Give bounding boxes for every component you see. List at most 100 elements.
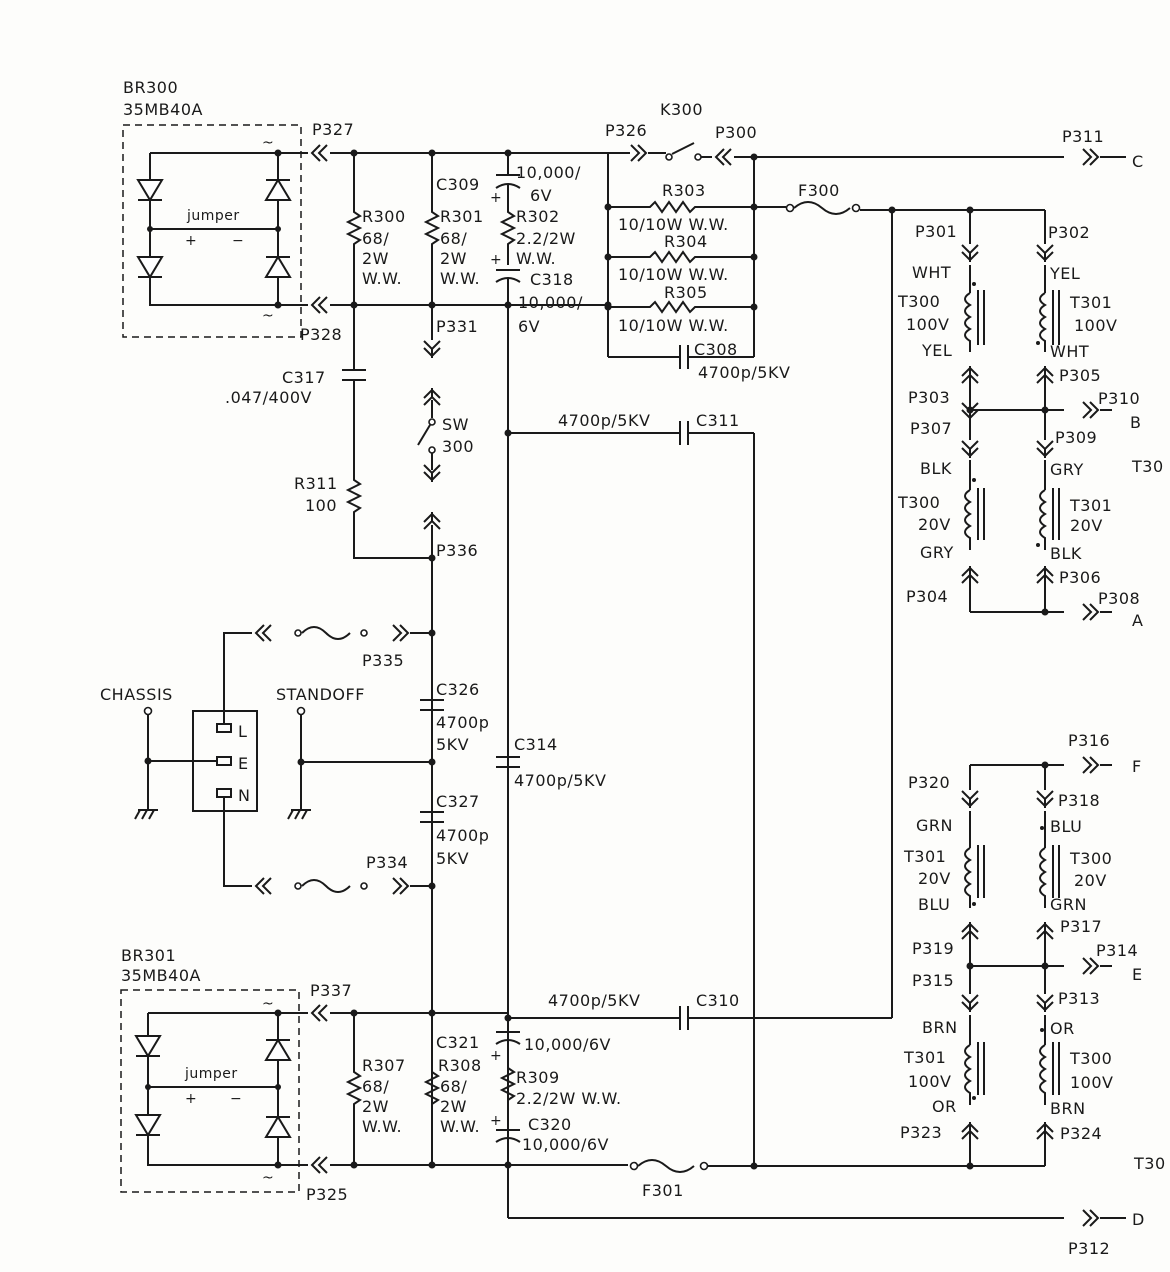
svg-text:P315: P315 xyxy=(912,971,954,990)
output-e: E xyxy=(1132,965,1143,984)
svg-text:P318: P318 xyxy=(1058,791,1100,810)
svg-text:−: − xyxy=(230,1091,242,1107)
svg-text:P301: P301 xyxy=(915,222,957,241)
svg-text:100V: 100V xyxy=(1070,1073,1113,1092)
svg-text:2.2/2W W.W.: 2.2/2W W.W. xyxy=(516,1089,622,1108)
svg-text:20V: 20V xyxy=(1070,516,1103,535)
svg-text:P304: P304 xyxy=(906,587,948,606)
svg-text:P309: P309 xyxy=(1055,428,1097,447)
svg-text:WHT: WHT xyxy=(912,263,951,282)
svg-text:SW: SW xyxy=(442,415,469,434)
conn-p337: P337 xyxy=(310,981,352,1000)
resistor-r308: R308 68/ 2W W.W. xyxy=(423,1013,482,1165)
svg-text:P320: P320 xyxy=(908,773,950,792)
svg-text:W.W.: W.W. xyxy=(440,269,480,288)
lower-rails: P337 P325 4700p/5KV C310 F301 D P312 xyxy=(278,981,1144,1258)
svg-text:P324: P324 xyxy=(1060,1124,1102,1143)
fuse-f301: F301 xyxy=(642,1181,684,1200)
svg-text:R308: R308 xyxy=(438,1056,482,1075)
svg-text:C327: C327 xyxy=(436,792,480,811)
svg-text:P317: P317 xyxy=(1060,917,1102,936)
svg-text:2W: 2W xyxy=(440,249,467,268)
svg-text:P307: P307 xyxy=(910,419,952,438)
svg-text:T301: T301 xyxy=(1069,293,1112,312)
svg-text:+: + xyxy=(490,190,502,206)
svg-text:T301: T301 xyxy=(1069,496,1112,515)
resistor-r301: R301 68/ 2W W.W. xyxy=(423,153,484,305)
br300-part: 35MB40A xyxy=(123,100,203,119)
capacitor-c320: + C320 10,000/6V xyxy=(490,1113,609,1154)
svg-text:GRN: GRN xyxy=(1050,895,1087,914)
svg-text:10,000/: 10,000/ xyxy=(518,293,583,312)
svg-text:20V: 20V xyxy=(1074,871,1107,890)
svg-text:GRY: GRY xyxy=(920,543,954,562)
svg-text:.047/400V: .047/400V xyxy=(225,388,312,407)
svg-text:4700p/5KV: 4700p/5KV xyxy=(514,771,606,790)
svg-text:OR: OR xyxy=(1050,1019,1075,1038)
output-a: A xyxy=(1132,611,1143,630)
svg-text:5KV: 5KV xyxy=(436,735,469,754)
svg-text:R301: R301 xyxy=(440,207,484,226)
svg-text:2.2/2W: 2.2/2W xyxy=(516,229,576,248)
resistor-r309: R309 2.2/2W W.W. xyxy=(499,1067,622,1108)
svg-text:~: ~ xyxy=(262,135,274,151)
conn-p326: P326 xyxy=(605,121,647,140)
svg-text:6V: 6V xyxy=(530,186,552,205)
capacitor-c309: C309 10,000/ 6V + xyxy=(436,153,580,206)
svg-text:68/: 68/ xyxy=(440,229,467,248)
svg-text:~: ~ xyxy=(262,308,274,324)
svg-text:GRY: GRY xyxy=(1050,460,1084,479)
conn-p335: P335 xyxy=(362,651,404,670)
svg-text:C320: C320 xyxy=(528,1115,572,1134)
svg-text:P319: P319 xyxy=(912,939,954,958)
svg-text:W.W.: W.W. xyxy=(516,249,556,268)
svg-text:68/: 68/ xyxy=(362,1077,389,1096)
svg-text:C318: C318 xyxy=(530,270,574,289)
capacitor-c314: C314 4700p/5KV xyxy=(496,735,606,790)
resistor-r307: R307 68/ 2W W.W. xyxy=(345,1013,405,1165)
svg-text:P303: P303 xyxy=(908,388,950,407)
svg-text:R302: R302 xyxy=(516,207,560,226)
svg-text:BRN: BRN xyxy=(1050,1099,1086,1118)
capacitor-c317: C317 .047/400V xyxy=(225,305,366,470)
svg-text:4700p: 4700p xyxy=(436,826,489,845)
svg-text:5KV: 5KV xyxy=(436,849,469,868)
br301-part: 35MB40A xyxy=(121,966,201,985)
svg-text:BRN: BRN xyxy=(922,1018,958,1037)
svg-text:68/: 68/ xyxy=(440,1077,467,1096)
svg-text:20V: 20V xyxy=(918,515,951,534)
svg-text:C314: C314 xyxy=(514,735,558,754)
br300-jumper-label: jumper xyxy=(186,208,240,224)
svg-text:P302: P302 xyxy=(1048,223,1090,242)
svg-text:+: + xyxy=(185,1091,197,1107)
resistor-ladder: R303 10/10W W.W. R304 10/10W W.W. R305 1… xyxy=(604,153,790,382)
svg-text:10,000/6V: 10,000/6V xyxy=(522,1135,609,1154)
conn-p312: P312 xyxy=(1068,1239,1110,1258)
svg-text:WHT: WHT xyxy=(1050,342,1089,361)
output-b: B xyxy=(1130,413,1141,432)
svg-text:W.W.: W.W. xyxy=(362,1117,402,1136)
svg-text:2W: 2W xyxy=(440,1097,467,1116)
svg-text:YEL: YEL xyxy=(921,341,952,360)
svg-text:OR: OR xyxy=(932,1097,957,1116)
svg-text:BLU: BLU xyxy=(918,895,950,914)
conn-p331: P331 xyxy=(436,317,478,336)
svg-text:P313: P313 xyxy=(1058,989,1100,1008)
svg-text:BLK: BLK xyxy=(920,459,952,478)
transformer-upper: P301 P302 WHT T300 100V YEL YEL T301 100… xyxy=(897,210,1163,630)
svg-text:R300: R300 xyxy=(362,207,406,226)
svg-text:E: E xyxy=(238,754,249,773)
svg-text:GRN: GRN xyxy=(916,816,953,835)
conn-p325: P325 xyxy=(306,1185,348,1204)
r305-value: 10/10W W.W. xyxy=(618,316,729,335)
cut-label-lower: T30 xyxy=(1133,1154,1166,1173)
bridge-br301: BR301 35MB40A jumper +− ~~ xyxy=(120,946,300,1193)
svg-text:20V: 20V xyxy=(918,869,951,888)
fuse-f300: F300 xyxy=(754,181,1045,1018)
r303-value: 10/10W W.W. xyxy=(618,215,729,234)
svg-text:+: + xyxy=(490,1113,502,1129)
svg-text:4700p: 4700p xyxy=(436,713,489,732)
svg-text:100V: 100V xyxy=(906,315,949,334)
chassis-label: CHASSIS xyxy=(100,685,173,704)
